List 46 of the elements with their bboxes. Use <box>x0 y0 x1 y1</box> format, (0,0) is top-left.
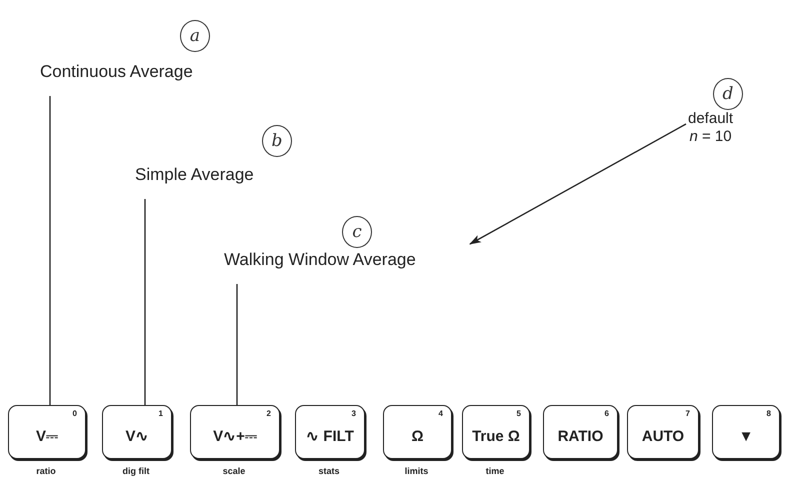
key-label: V∿+⎓ <box>213 427 257 445</box>
key-sublabel: time <box>486 466 504 476</box>
leader-line <box>236 284 238 405</box>
key-number: 4 <box>438 409 443 418</box>
leader-line <box>49 96 51 405</box>
callout-letter: b <box>262 125 292 157</box>
key-button <box>543 405 618 459</box>
key-button <box>8 405 86 459</box>
key-label: V∿ <box>125 427 148 445</box>
key-sublabel: ratio <box>36 466 56 476</box>
key-number: 6 <box>604 409 609 418</box>
key-sublabel: limits <box>404 466 428 476</box>
key-number: 8 <box>766 409 771 418</box>
label-text: Simple Average <box>135 165 254 186</box>
key-sublabel: stats <box>318 466 340 476</box>
label-text: default <box>688 110 734 128</box>
key-number: 2 <box>266 409 271 418</box>
key-number: 1 <box>158 409 163 418</box>
callout-letter: c <box>342 216 372 248</box>
key-button <box>190 405 280 459</box>
key-number: 7 <box>686 409 690 418</box>
key-label: V⎓ <box>36 428 58 444</box>
key-sublabel: dig filt <box>122 466 150 476</box>
key-button <box>295 405 365 459</box>
key-label: Ω <box>411 428 424 444</box>
label-text: n = 10 <box>689 128 732 146</box>
key-sublabel: scale <box>222 466 246 476</box>
key-button <box>712 405 780 459</box>
callout-letter: d <box>713 78 743 110</box>
label-text: Walking Window Average <box>224 250 416 270</box>
leader-line <box>144 199 146 405</box>
key-label: AUTO <box>642 428 684 444</box>
key-label: ∿ FILT <box>306 427 354 445</box>
label-text: Continuous Average <box>40 62 193 82</box>
key-label: RATIO <box>558 428 604 444</box>
key-button <box>383 405 452 459</box>
key-number: 5 <box>516 409 521 418</box>
key-label: ▼ <box>738 428 754 444</box>
key-button <box>627 405 699 459</box>
key-label: True Ω <box>472 428 520 444</box>
callout-letter: a <box>180 20 210 52</box>
key-number: 0 <box>72 409 77 418</box>
arrow <box>469 123 686 245</box>
key-number: 3 <box>352 409 356 418</box>
key-button <box>102 405 172 459</box>
key-button <box>462 405 530 459</box>
